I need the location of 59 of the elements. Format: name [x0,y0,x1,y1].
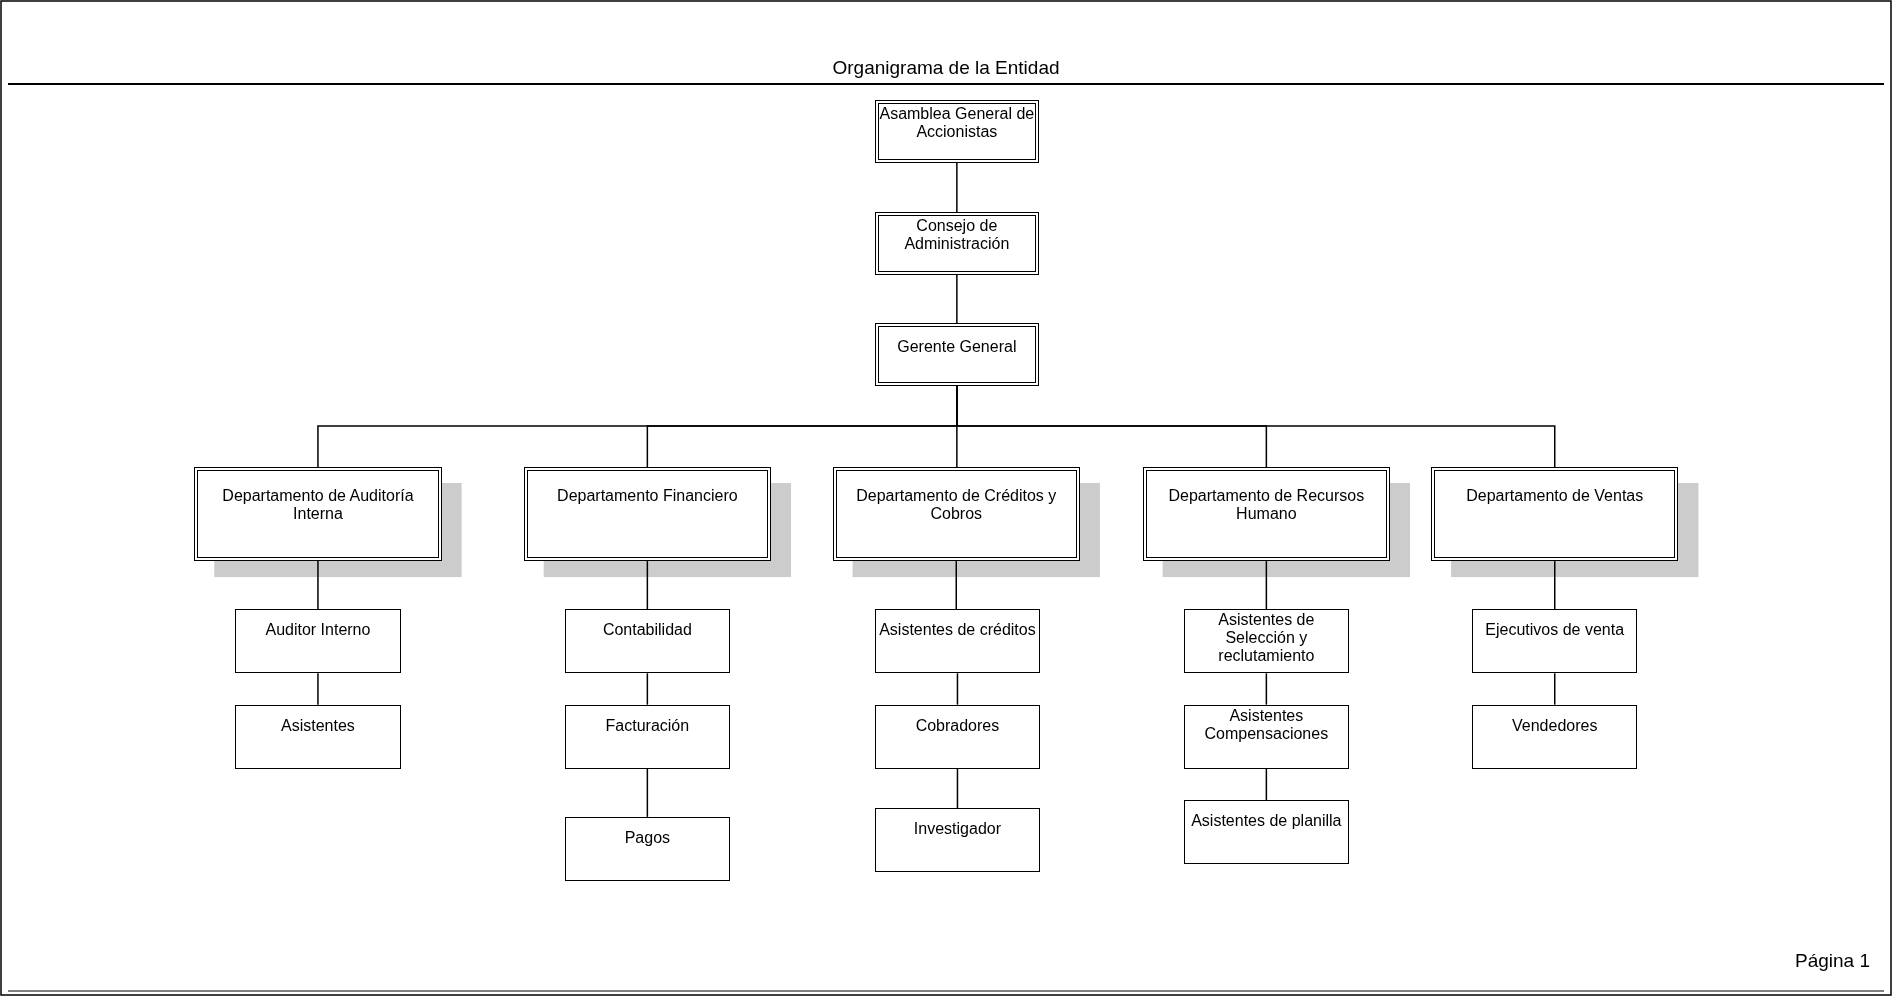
node-label: Departamento de Ventas [1466,486,1644,505]
node-label: Asamblea General de Accionistas [878,105,1035,142]
node-label: Auditor Interno [265,621,371,640]
connector-line [646,767,649,818]
connector-line [956,274,958,325]
department-box [1431,466,1679,562]
node-label: Departamento de Auditoría Interna [221,486,415,523]
connector-line [1554,672,1556,706]
connector-line [317,672,319,706]
node-label: Asistentes [281,716,355,735]
connector-line [955,560,957,611]
connector-line [1265,672,1268,706]
node-label: Consejo de Administración [903,217,1011,254]
connector-line [646,672,649,706]
department-box [832,466,1080,562]
unit-box [564,704,730,769]
department-box [523,466,772,562]
subtitle: Organigrama de la Entidad [831,57,1061,79]
node-label: Facturación [605,716,690,735]
connector-line [956,162,958,214]
unit-box [874,808,1041,873]
node-label: Asistentes de Selección y reclutamiento [1217,611,1316,666]
unit-box [235,704,401,769]
node-label: Departamento de Recursos Humano [1167,486,1366,523]
unit-box [1183,609,1349,674]
unit-box [564,609,730,674]
executive-box [874,323,1039,387]
connector-line [956,767,959,810]
node-label: Cobradores [915,716,1000,735]
department-box [194,466,442,562]
node-label: Departamento Financiero [557,486,738,505]
node-label: Pagos [624,828,671,847]
unit-box [1183,704,1349,769]
connector-line [317,560,319,611]
connector-line [956,672,959,706]
page-number: Página 1 [1795,950,1870,972]
unit-box [1472,609,1638,674]
node-label: Departamento de Créditos y Cobros [855,486,1058,523]
node-label: Asistentes de planilla [1191,812,1342,830]
connector-line [1554,560,1556,611]
connector-line [1265,560,1268,611]
unit-box [564,816,730,881]
unit-box [874,704,1041,769]
unit-box [1472,704,1638,769]
node-label: Vendedores [1512,716,1598,735]
executive-box [874,100,1039,163]
node-label: Ejecutivos de venta [1485,621,1625,640]
department-box [1142,466,1391,562]
node-label: Asistentes Compensaciones [1203,706,1330,743]
connector-line [646,560,649,611]
unit-box [1183,800,1349,864]
node-label: Contabilidad [602,621,692,640]
unit-box [235,609,401,674]
node-label: Investigador [913,820,1002,839]
node-label: Asistentes de créditos [879,621,1036,640]
connector-line [1265,767,1268,801]
unit-box [874,609,1041,674]
executive-box [874,212,1039,276]
node-label: Gerente General [897,338,1017,357]
